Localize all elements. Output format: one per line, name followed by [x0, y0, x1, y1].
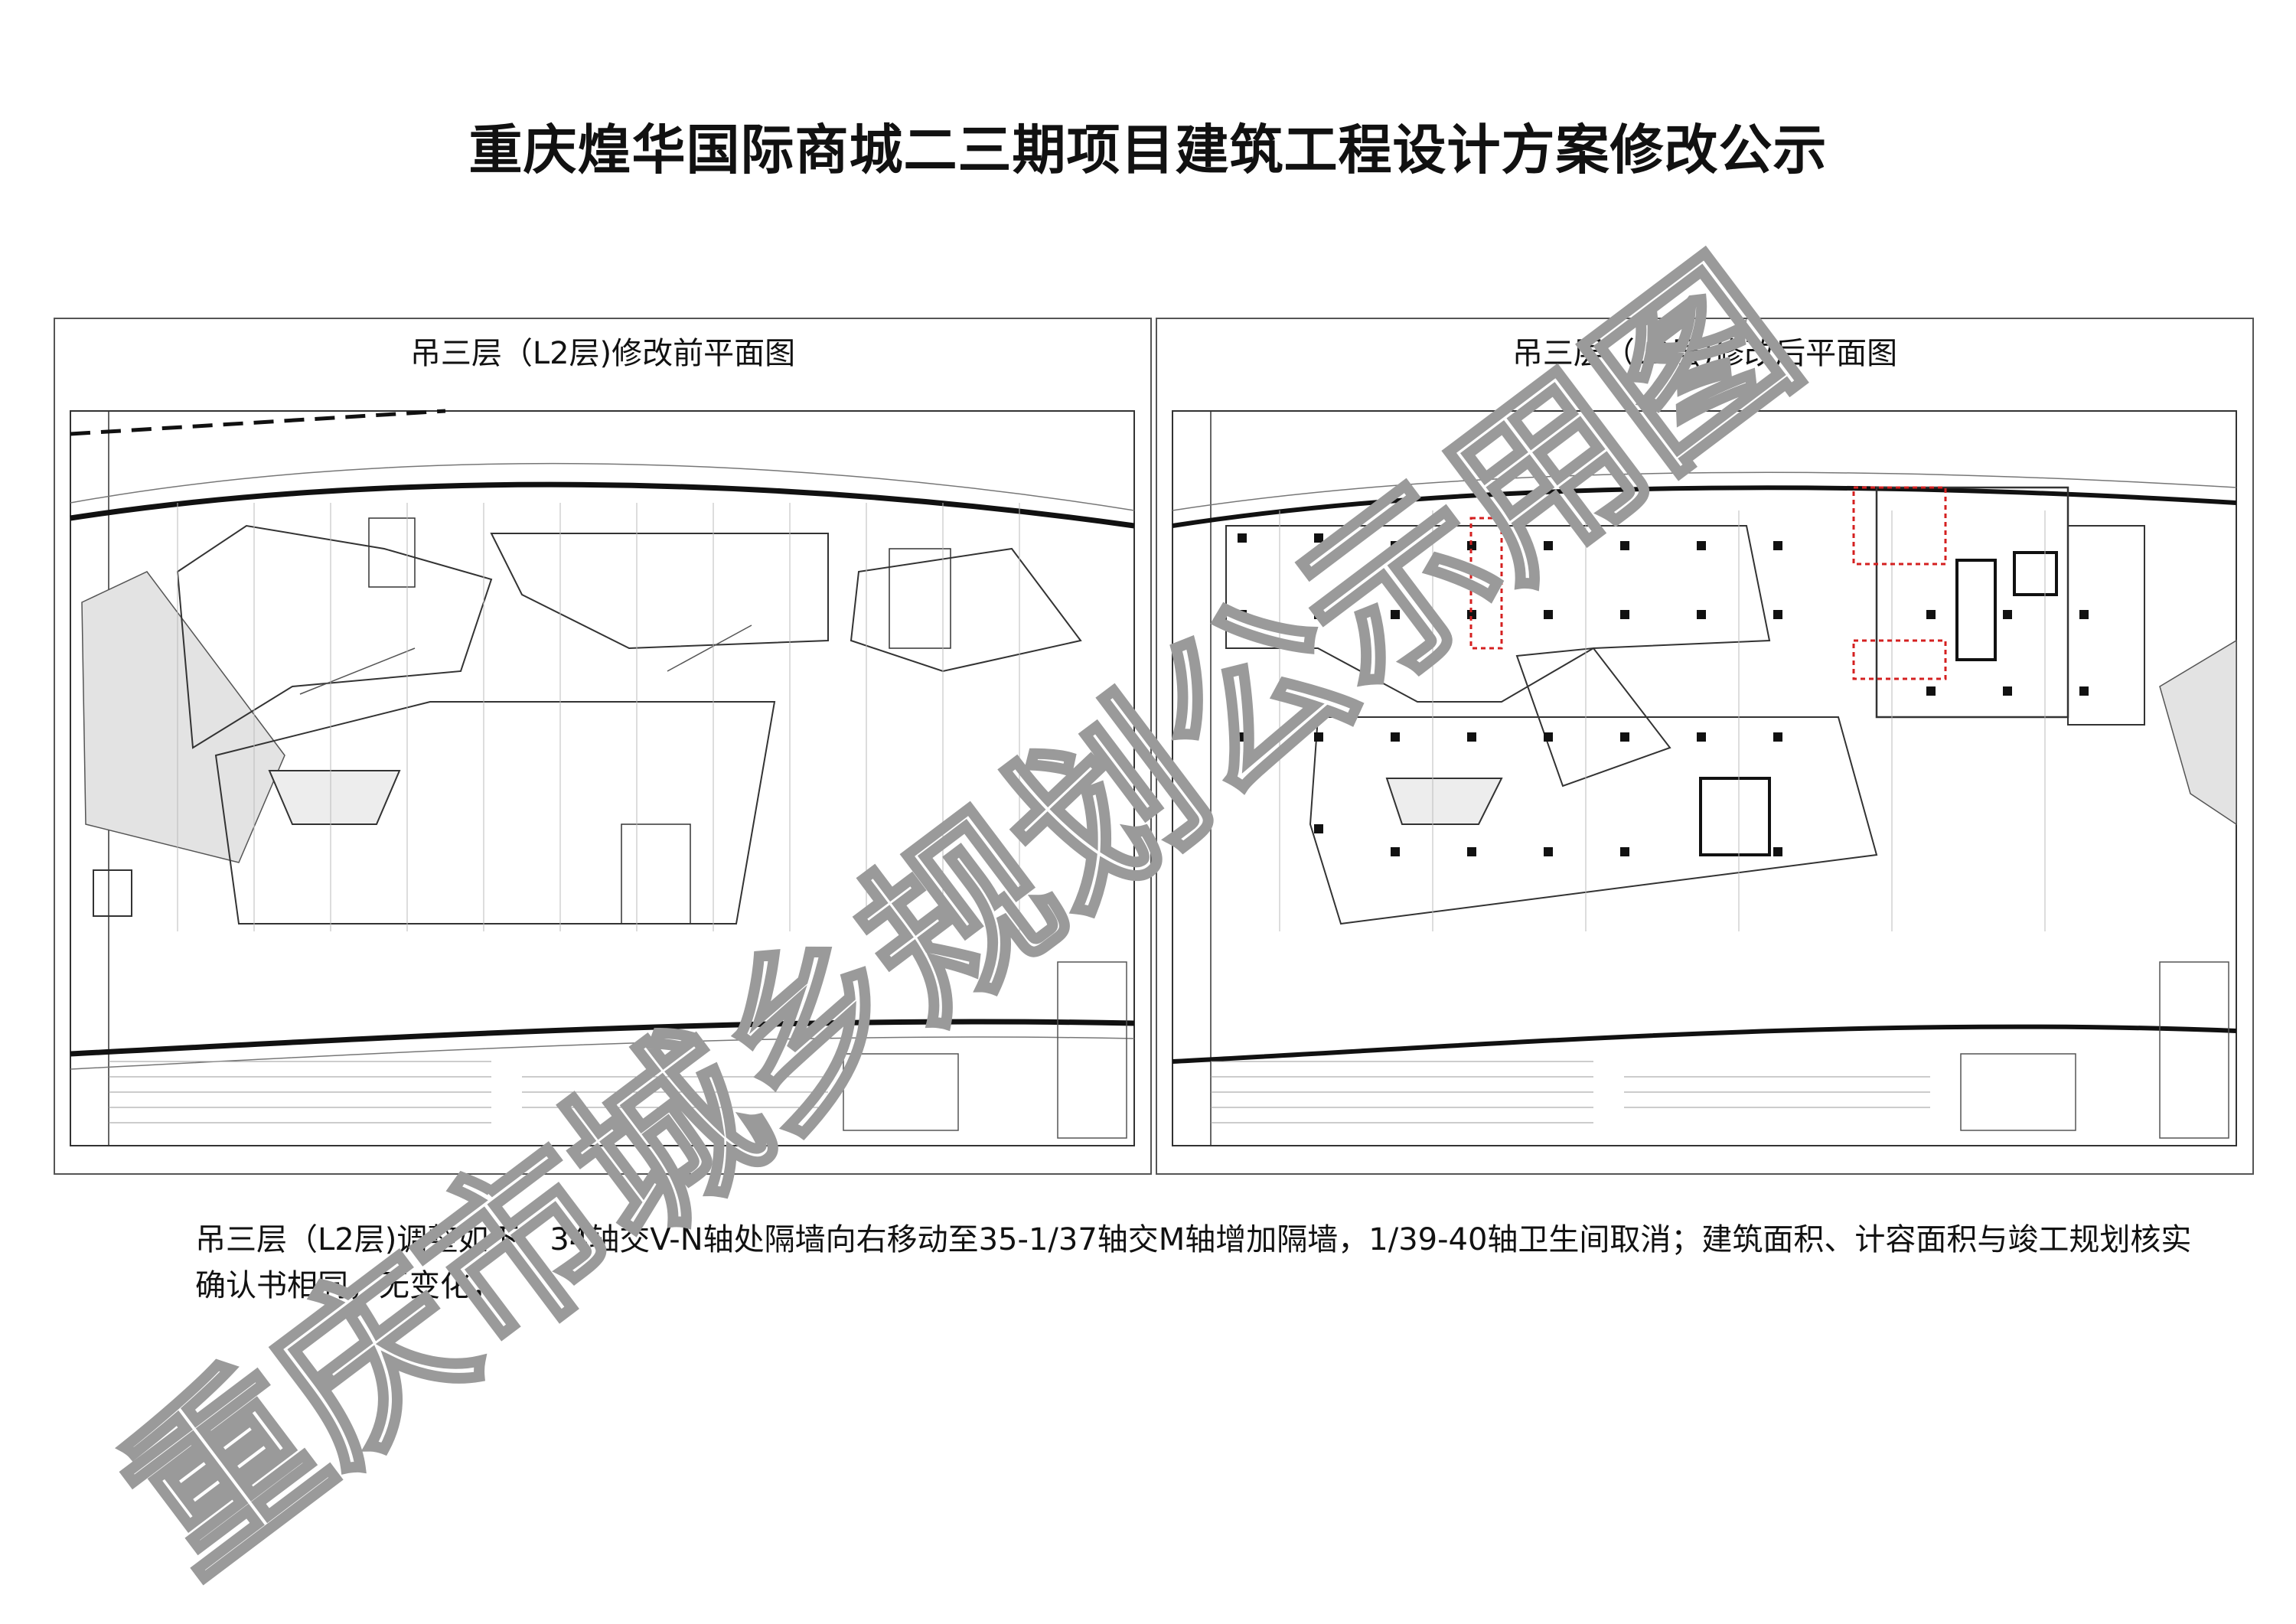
floor-plan-before: [70, 409, 1135, 1146]
panel-caption-after: 吊三层（L2层)修改后平面图: [1512, 336, 1898, 371]
change-description: 吊三层（L2层)调整如下：34轴交V-N轴处隔墙向右移动至35-1/37轴交M轴…: [195, 1222, 2192, 1303]
revision-cloud-marker-icon: [1469, 486, 1947, 680]
panel-caption-before: 吊三层（L2层)修改前平面图: [409, 336, 796, 371]
panel-before: 吊三层（L2层)修改前平面图: [54, 318, 1152, 1175]
page-title: 重庆煌华国际商城二三期项目建筑工程设计方案修改公示: [468, 119, 1828, 181]
floor-plan-after: [1172, 410, 2237, 1146]
panel-after: 吊三层（L2层)修改后平面图: [1156, 318, 2254, 1175]
